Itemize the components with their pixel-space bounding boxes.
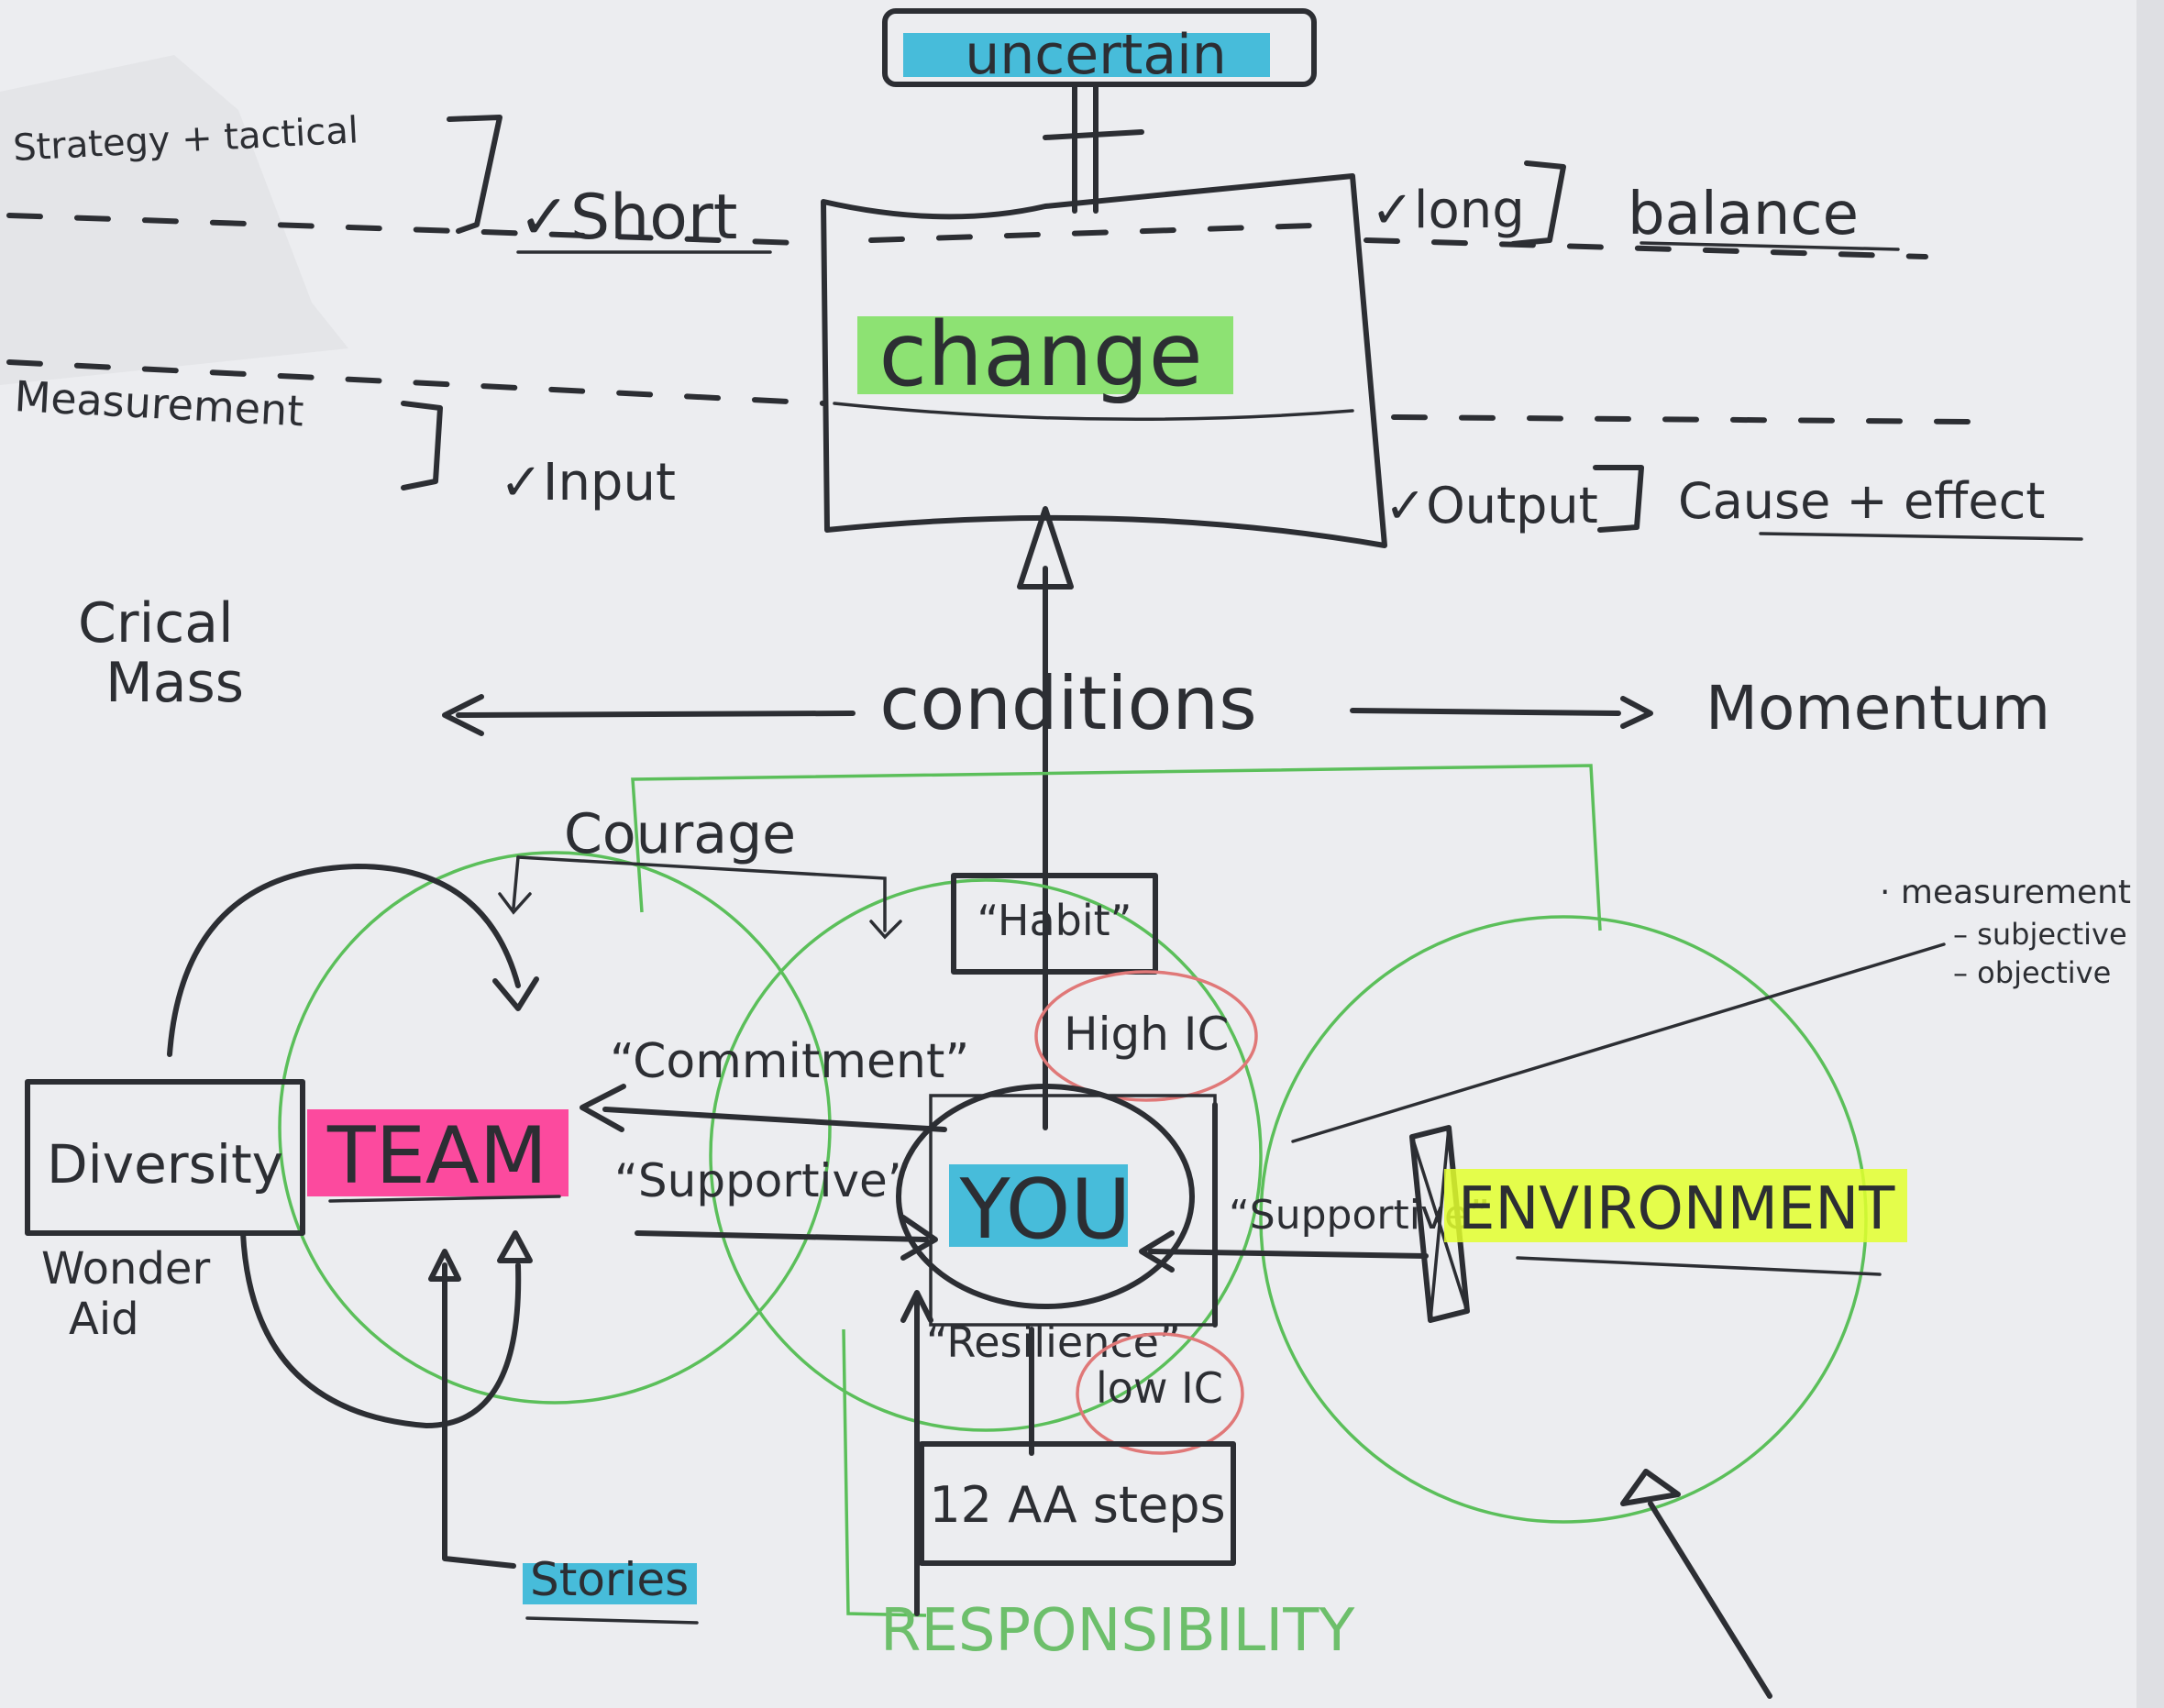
long-label: ✓long (1371, 181, 1525, 240)
habit-box (951, 873, 1158, 975)
responsibility-label: RESPONSIBILITY (880, 1597, 1355, 1665)
environment-pylon (1409, 1125, 1470, 1323)
resilience-arrowhead (900, 1290, 933, 1323)
change-label: change (878, 303, 1202, 406)
output-bracket (1593, 465, 1644, 533)
habit-label: “Habit” (977, 896, 1132, 945)
dashed-line-mid-right (1391, 414, 1974, 424)
output-label: ✓Output (1385, 477, 1598, 534)
conditions-right-arrowhead (1620, 696, 1653, 729)
twelve-steps-label: 12 AA steps (929, 1476, 1225, 1534)
green-top-connector (631, 764, 1602, 931)
measurement-note-pointer (1291, 942, 1946, 1143)
diversity-box (25, 1079, 305, 1236)
supportive-right-arrow-line (1148, 1249, 1429, 1259)
stories-label: Stories (530, 1553, 689, 1606)
you-to-change-arrowhead (1017, 506, 1074, 590)
bottom-right-arrow-line (1648, 1501, 1772, 1699)
uncertain-node: uncertain (882, 8, 1317, 87)
green-bottom-connector (842, 1328, 927, 1617)
team-lower-loop (240, 1230, 522, 1428)
environment-label: ENVIRONMENT (1458, 1175, 1895, 1243)
wonder-line1: Wonder (41, 1243, 210, 1295)
commitment-label: “Commitment” (610, 1034, 969, 1089)
courage-right-arrowhead (869, 920, 902, 940)
you-node: YOU (896, 1084, 1218, 1328)
courage-left-arrowhead (498, 892, 532, 915)
environment-underline (1516, 1256, 1882, 1276)
conditions-right-arrow-line (1350, 708, 1621, 716)
you-label: YOU (959, 1162, 1132, 1258)
uncertain-highlight (903, 33, 1270, 77)
dashed-line-mid-left (6, 359, 828, 406)
momentum-label: Momentum (1706, 673, 2050, 744)
conditions-left-arrow-line (456, 711, 856, 718)
resilience-label: “Resilience” (926, 1317, 1181, 1367)
change-node: change (821, 173, 1387, 548)
courage-line (516, 855, 887, 932)
high-ic-circle (1034, 970, 1258, 1102)
change-highlight (857, 316, 1233, 394)
strategy-bracket (447, 115, 502, 234)
diversity-to-team-arrowhead (492, 976, 539, 1011)
uncertain-connector (1043, 82, 1144, 214)
low-ic-label: low IC (1096, 1363, 1223, 1413)
stories-highlight (523, 1563, 697, 1604)
wonder-line2: Aid (69, 1294, 139, 1345)
supportive-left-arrowhead (900, 1215, 938, 1261)
stories-arrowhead (428, 1249, 461, 1282)
team-lower-loop-arrowhead (497, 1230, 533, 1263)
team-underline (328, 1195, 561, 1203)
team-circle (278, 851, 832, 1405)
low-ic-circle (1076, 1332, 1244, 1455)
stories-underline (525, 1616, 699, 1625)
input-label: ✓Input (500, 453, 676, 512)
supportive-right-arrowhead (1139, 1230, 1175, 1273)
measurement-note-3: – objective (1953, 955, 2111, 990)
commitment-arrowhead (580, 1084, 626, 1132)
measurement-bracket (401, 401, 443, 490)
environment-highlight (1444, 1169, 1907, 1242)
balance-label: balance (1628, 181, 1859, 248)
short-label: ✓Short (518, 182, 737, 254)
courage-left-drop (512, 855, 520, 909)
diversity-label: Diversity (47, 1133, 283, 1196)
supportive-left-label: “Supportive” (614, 1154, 911, 1207)
supportive-left-arrow-line (635, 1230, 929, 1242)
long-bracket (1510, 160, 1566, 247)
cause-effect-underline (1759, 532, 2083, 541)
cause-effect-label: Cause + effect (1678, 472, 2045, 530)
conditions-left-arrowhead (442, 694, 484, 736)
conditions-label: conditions (879, 661, 1257, 746)
you-highlight (949, 1164, 1128, 1247)
high-ic-label: High IC (1064, 1008, 1229, 1061)
bottom-right-arrowhead (1620, 1469, 1681, 1506)
courage-label: Courage (564, 802, 796, 866)
stories-arrow-line (442, 1262, 516, 1569)
critical-mass-line2: Mass (105, 651, 244, 715)
critical-mass-line1: Crical (78, 591, 234, 656)
twelve-steps-box (919, 1441, 1236, 1566)
paper-edge-shadow (2136, 0, 2164, 1708)
diversity-to-team-loop (167, 864, 521, 1057)
commitment-arrow-line (602, 1107, 947, 1132)
you-circle (709, 878, 1263, 1432)
team-label: TEAM (326, 1110, 547, 1202)
uncertain-label: uncertain (965, 23, 1227, 87)
measurement-note-2: – subjective (1953, 917, 2127, 952)
balance-underline (1640, 241, 1900, 251)
measurement-note-1: · measurement (1880, 874, 2131, 911)
dashed-line-top-right (1364, 237, 1928, 259)
team-highlight (307, 1109, 569, 1196)
